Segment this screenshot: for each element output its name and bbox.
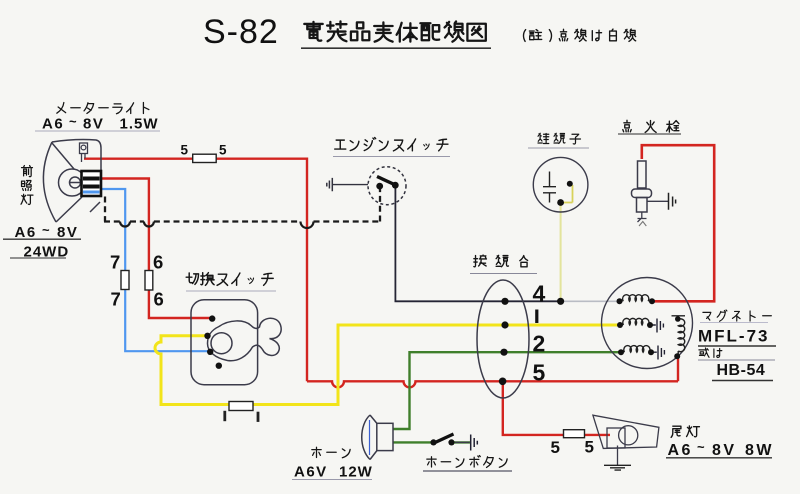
svg-text:8V: 8V xyxy=(712,442,737,459)
svg-text:5: 5 xyxy=(585,438,594,457)
svg-text:2: 2 xyxy=(533,331,546,357)
svg-text:1.5W: 1.5W xyxy=(120,116,159,133)
svg-text:HB-54: HB-54 xyxy=(717,362,766,379)
svg-text:A6: A6 xyxy=(42,116,64,133)
svg-text:7: 7 xyxy=(110,252,120,273)
svg-text:5: 5 xyxy=(533,360,546,386)
svg-text:8V: 8V xyxy=(83,116,104,133)
svg-text:5: 5 xyxy=(219,142,227,157)
svg-text:A6: A6 xyxy=(15,224,37,241)
svg-text:7: 7 xyxy=(111,289,121,310)
svg-text:8V: 8V xyxy=(57,224,78,241)
svg-text:~: ~ xyxy=(697,440,705,455)
svg-text:5: 5 xyxy=(551,438,560,457)
svg-text:~: ~ xyxy=(69,114,77,129)
svg-text:~: ~ xyxy=(42,223,50,238)
svg-text:5: 5 xyxy=(181,142,189,157)
svg-text:12W: 12W xyxy=(339,464,373,481)
svg-text:A6: A6 xyxy=(668,442,693,459)
svg-text:6: 6 xyxy=(154,289,164,310)
svg-text:24WD: 24WD xyxy=(24,244,70,261)
svg-text:6: 6 xyxy=(153,252,163,273)
svg-text:MFL-73: MFL-73 xyxy=(698,327,770,346)
svg-text:4: 4 xyxy=(533,281,546,307)
svg-text:8W: 8W xyxy=(745,442,774,459)
svg-text:A6V: A6V xyxy=(294,464,328,481)
svg-text:S-82: S-82 xyxy=(203,13,279,51)
